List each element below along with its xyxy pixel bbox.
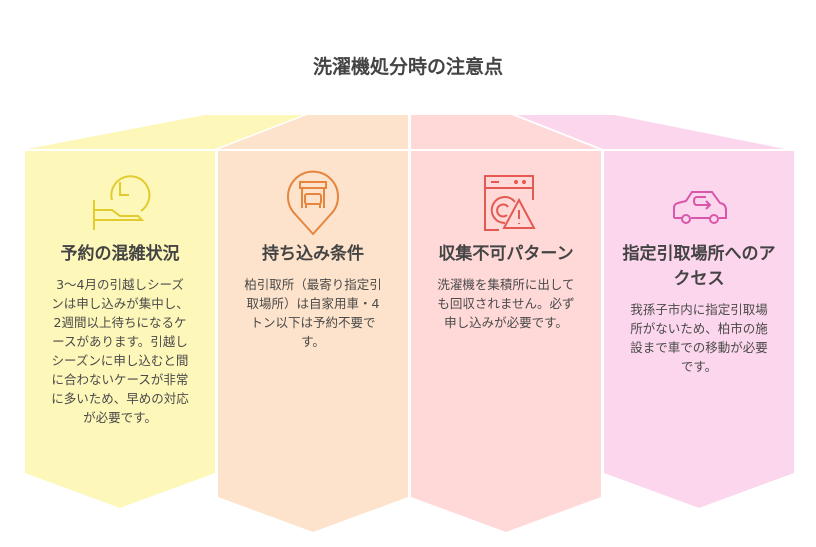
red-panel [411,151,601,532]
page-title: 洗濯機処分時の注意点 [312,56,503,78]
pink-panel [604,151,794,508]
red-top [411,115,598,149]
card-conditions: 持ち込み条件 柏引取所（最寄り指定引取場所）は自家用車・4トン以下は予約不要です… [218,170,408,351]
pink-top [517,115,785,149]
card-heading: 収集不可パターン [438,244,574,264]
car-arrow-icon [673,191,727,224]
card-uncollectable: 収集不可パターン 洗濯機を集積所に出しても回収されません。必ず申し込みが必要です… [411,170,601,332]
card-access: 指定引取場所へのアクセス 我孫子市内に指定引取場所がないため、柏市の施設まで車で… [604,170,794,376]
card-body: 3〜4月の引越しシーズンは申し込みが集中し、2週間以上待ちになるケースがあります… [51,277,189,425]
yellow-panel [25,151,215,508]
clock-hand-icon [93,175,151,230]
card-heading: 指定引取場所へのアクセス [622,244,776,289]
peach-panel [218,151,408,532]
card-heading: 持ち込み条件 [262,244,364,264]
peach-top [219,115,408,149]
card-reservation: 予約の混雑状況 3〜4月の引越しシーズンは申し込みが集中し、2週間以上待ちになる… [25,170,215,427]
card-body: 洗濯機を集積所に出しても回収されません。必ず申し込みが必要です。 [437,277,575,330]
card-heading: 予約の混雑状況 [60,244,180,264]
washer-warning-icon [484,175,536,231]
card-body: 我孫子市内に指定引取場所がないため、柏市の施設まで車での移動が必要です。 [630,302,768,374]
location-car-icon [287,170,339,236]
card-body: 柏引取所（最寄り指定引取場所）は自家用車・4トン以下は予約不要です。 [244,277,382,349]
yellow-top [27,115,303,149]
